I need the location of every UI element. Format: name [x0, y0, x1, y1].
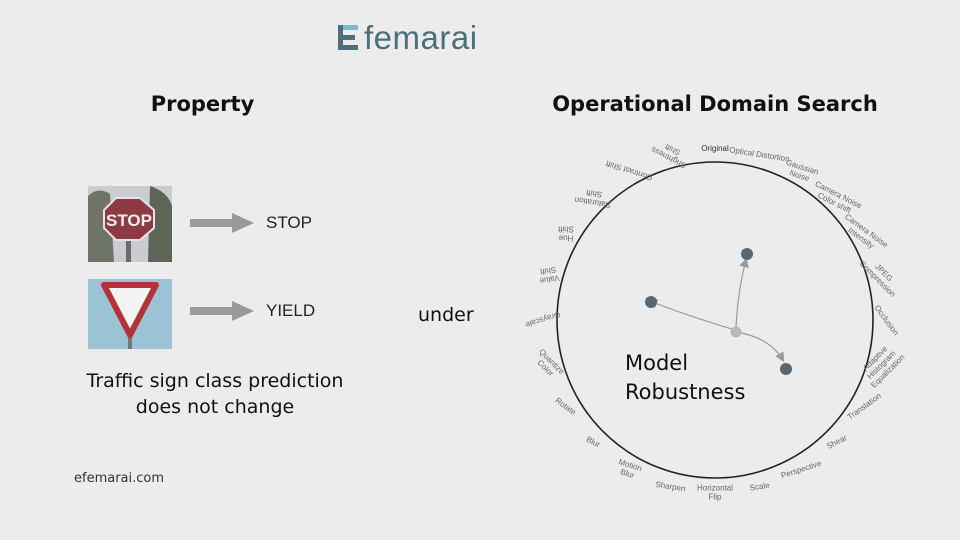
center-dot: [730, 326, 742, 338]
connector-under: under: [418, 304, 474, 326]
svg-text:STOP: STOP: [106, 211, 152, 230]
search-arrow: [736, 331, 785, 363]
yield-sign-image: [88, 279, 172, 355]
caption-line-2: does not change: [135, 396, 295, 418]
transform-label: Rotate: [554, 396, 579, 417]
transform-label: Camera NoiseIntensity: [838, 212, 890, 257]
logo-text: femarai: [364, 19, 478, 56]
property-title: Property: [150, 92, 255, 116]
transform-label: Contrast Shift: [604, 159, 654, 183]
transform-label: Scale: [749, 480, 771, 492]
transform-label: Camera NoiseColor shift: [810, 179, 864, 219]
operational-domain-search-title: Operational Domain Search: [552, 92, 878, 116]
efemarai-logo-mark-icon: [338, 25, 358, 50]
transform-label: SaturationShift: [574, 186, 613, 209]
property-caption: Traffic sign class prediction does not c…: [60, 368, 370, 420]
prediction-yield: YIELD: [266, 301, 316, 320]
caption-line-1: Traffic sign class prediction: [86, 370, 344, 392]
search-arrow: [735, 257, 749, 328]
transform-label: Shear: [825, 433, 848, 451]
transform-label: JPEGCompression: [858, 253, 904, 299]
site-url: efemarai.com: [74, 471, 165, 486]
transform-label: GaussianNoise: [782, 158, 820, 186]
search-point: [741, 248, 753, 260]
search-point: [645, 296, 657, 308]
right-arrow-icon: [190, 213, 254, 233]
transform-label: MotionBlur: [615, 457, 643, 482]
transform-label: Grayscale: [524, 310, 562, 330]
transform-label: Occlusion: [873, 303, 901, 337]
prediction-stop: STOP: [266, 213, 312, 232]
transform-label: Optical Distortion: [729, 145, 791, 163]
transform-label: ValueShift: [537, 265, 560, 286]
stop-sign-image: STOP: [88, 186, 172, 262]
domain-circle: [556, 161, 874, 479]
transform-label: Original: [701, 144, 729, 153]
search-arrow: [647, 299, 736, 331]
search-point: [780, 363, 792, 375]
efemarai-logo: femarai: [336, 18, 506, 58]
transform-label: HueShift: [557, 225, 574, 243]
robustness-line-2: Robustness: [625, 380, 746, 404]
transform-label: AdaptiveHistogramEqualization: [856, 340, 906, 390]
model-robustness-label: Model Robustness: [625, 349, 745, 407]
transform-label: QuantizeColor: [531, 347, 567, 383]
transform-label: BrightnessShift: [650, 137, 692, 170]
transform-label: Sharpen: [655, 480, 686, 494]
transform-label: Blur: [585, 435, 602, 450]
robustness-line-1: Model: [625, 351, 689, 375]
transform-label: Translation: [846, 391, 883, 421]
right-arrow-icon: [190, 301, 254, 321]
